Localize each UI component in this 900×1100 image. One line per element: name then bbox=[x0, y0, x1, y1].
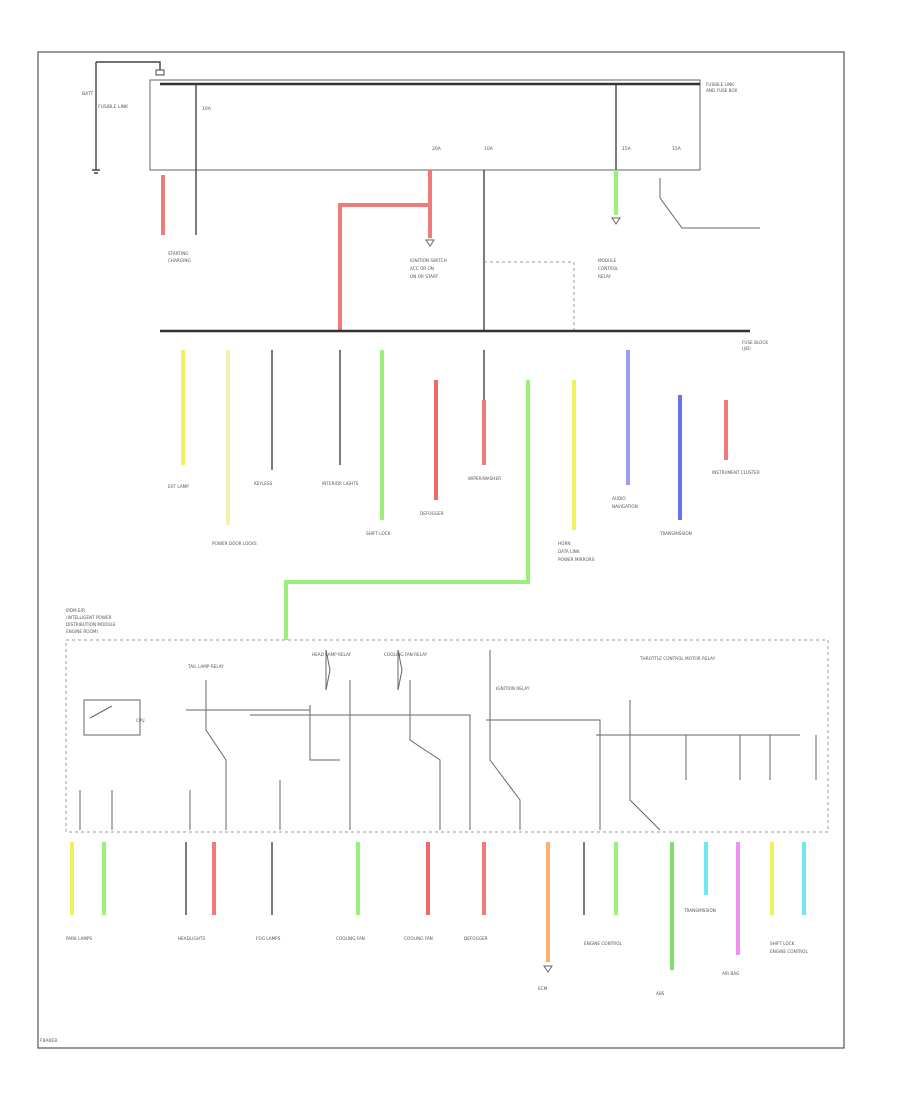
mid-label-0: IGNITION SWITCH bbox=[410, 258, 447, 263]
fuse-block-drops bbox=[181, 350, 728, 640]
connector-icon-ecm bbox=[543, 965, 553, 973]
dest-wiper-washer: WIPER/WASHER bbox=[468, 476, 501, 481]
ipdm-internals bbox=[79, 649, 817, 831]
lower-dest-engine-control-2: ENGINE CONTROL bbox=[770, 949, 808, 954]
ipdm-head-lamp-relay: HEAD LAMP RELAY bbox=[312, 652, 352, 657]
ground-symbol bbox=[92, 169, 100, 174]
relay-icon-right bbox=[611, 217, 621, 225]
ipdm-tail-lamp-relay: TAIL LAMP RELAY bbox=[187, 664, 224, 669]
top-box-subtitle: AND FUSE BOX bbox=[706, 88, 737, 93]
lower-dest-park-lamps: PARK LAMPS bbox=[66, 936, 93, 941]
lower-dest-air-bag: AIR BAG bbox=[722, 971, 739, 976]
top-fuse-label-2: 10A bbox=[484, 146, 494, 152]
dest-navigation: NAVIGATION bbox=[612, 504, 638, 509]
battery-section: BATT FUSIBLE LINK bbox=[82, 61, 165, 174]
fuse-block-title: FUSE BLOCK bbox=[742, 340, 768, 345]
dest-power-mirrors: POWER MIRRORS bbox=[558, 557, 595, 562]
diagram-frame bbox=[37, 51, 845, 1049]
footer-code: F8A0E8 bbox=[40, 1038, 57, 1044]
dest-interior-lights: INTERIOR LIGHTS bbox=[322, 481, 359, 486]
ipdm-title: IPDM E/R bbox=[66, 608, 85, 613]
charging-dest: CHARGING bbox=[168, 258, 191, 263]
dest-audio: AUDIO bbox=[612, 496, 626, 501]
starting-dest: STARTING bbox=[168, 251, 189, 256]
dest-transmission: TRANSMISSION bbox=[659, 531, 692, 536]
lower-dest-transmission: TRANSMISSION bbox=[683, 908, 716, 913]
ipdm-outline bbox=[65, 639, 829, 833]
top-fuse-label-1: 10A bbox=[202, 106, 212, 112]
mid-label-4: CONTROL bbox=[598, 266, 619, 271]
top-box-title: FUSIBLE LINK bbox=[706, 82, 734, 87]
ipdm-subtitle-1: (INTELLIGENT POWER bbox=[66, 615, 112, 620]
ipdm-output-wires bbox=[70, 842, 806, 970]
dest-keyless: KEYLESS bbox=[254, 481, 273, 486]
mid-label-1: ACC OR ON bbox=[410, 266, 434, 271]
lower-dest-ecm: ECM bbox=[538, 986, 548, 991]
lower-dest-cooling-fan-1: COOLING FAN bbox=[336, 936, 365, 941]
ipdm-cooling-fan-relay: COOLING FAN RELAY bbox=[384, 652, 428, 657]
lower-dest-engine-control: ENGINE CONTROL bbox=[584, 941, 622, 946]
dest-defogger: DEFOGGER bbox=[420, 511, 444, 516]
top-fuse-label-4: 15A bbox=[672, 146, 682, 152]
top-fuse-label-3: 15A bbox=[622, 146, 632, 152]
mid-label-2: ON OR START bbox=[410, 274, 439, 279]
fusible-link-box-outline bbox=[149, 79, 701, 171]
dest-ext-lamp: EXT LAMP bbox=[168, 484, 189, 489]
ipdm-throttle-relay: THROTTLE CONTROL MOTOR RELAY bbox=[639, 656, 716, 661]
top-fuse-label-5: 20A bbox=[432, 146, 442, 152]
relay-icon-mid bbox=[425, 239, 435, 247]
lower-dest-cooling-fan-2: COOLING FAN bbox=[404, 936, 433, 941]
dest-power-door-locks: POWER DOOR LOCKS bbox=[212, 541, 257, 546]
ipdm-subtitle-3: ENGINE ROOM) bbox=[66, 629, 98, 634]
top-fuse-label-0: FUSIBLE LINK bbox=[98, 104, 129, 110]
lower-dest-fog-lamps: FOG LAMPS bbox=[256, 936, 281, 941]
wire-red-main bbox=[338, 170, 432, 330]
fuse-block-subtitle: (J/B) bbox=[742, 346, 751, 351]
dest-instrument-cluster: INSTRUMENT CLUSTER bbox=[712, 470, 760, 475]
dest-horn: HORN bbox=[558, 541, 571, 546]
ipdm-subtitle-2: DISTRIBUTION MODULE bbox=[66, 622, 116, 627]
mid-label-3: MODULE bbox=[598, 258, 617, 263]
dest-data-link: DATA LINK bbox=[558, 549, 580, 554]
ipdm-ignition-relay: IGNITION RELAY bbox=[496, 686, 530, 691]
lower-dest-abs: ABS bbox=[656, 991, 665, 996]
lower-dest-defogger: DEFOGGER bbox=[464, 936, 488, 941]
lower-dest-headlights: HEADLIGHTS bbox=[178, 936, 205, 941]
lower-dest-shift-lock: SHIFT LOCK bbox=[770, 941, 795, 946]
battery-label: BATT bbox=[82, 91, 93, 97]
ipdm-cpu: CPU bbox=[136, 718, 145, 723]
dest-shift-lock: SHIFT LOCK bbox=[366, 531, 391, 536]
mid-label-5: RELAY bbox=[598, 274, 612, 279]
